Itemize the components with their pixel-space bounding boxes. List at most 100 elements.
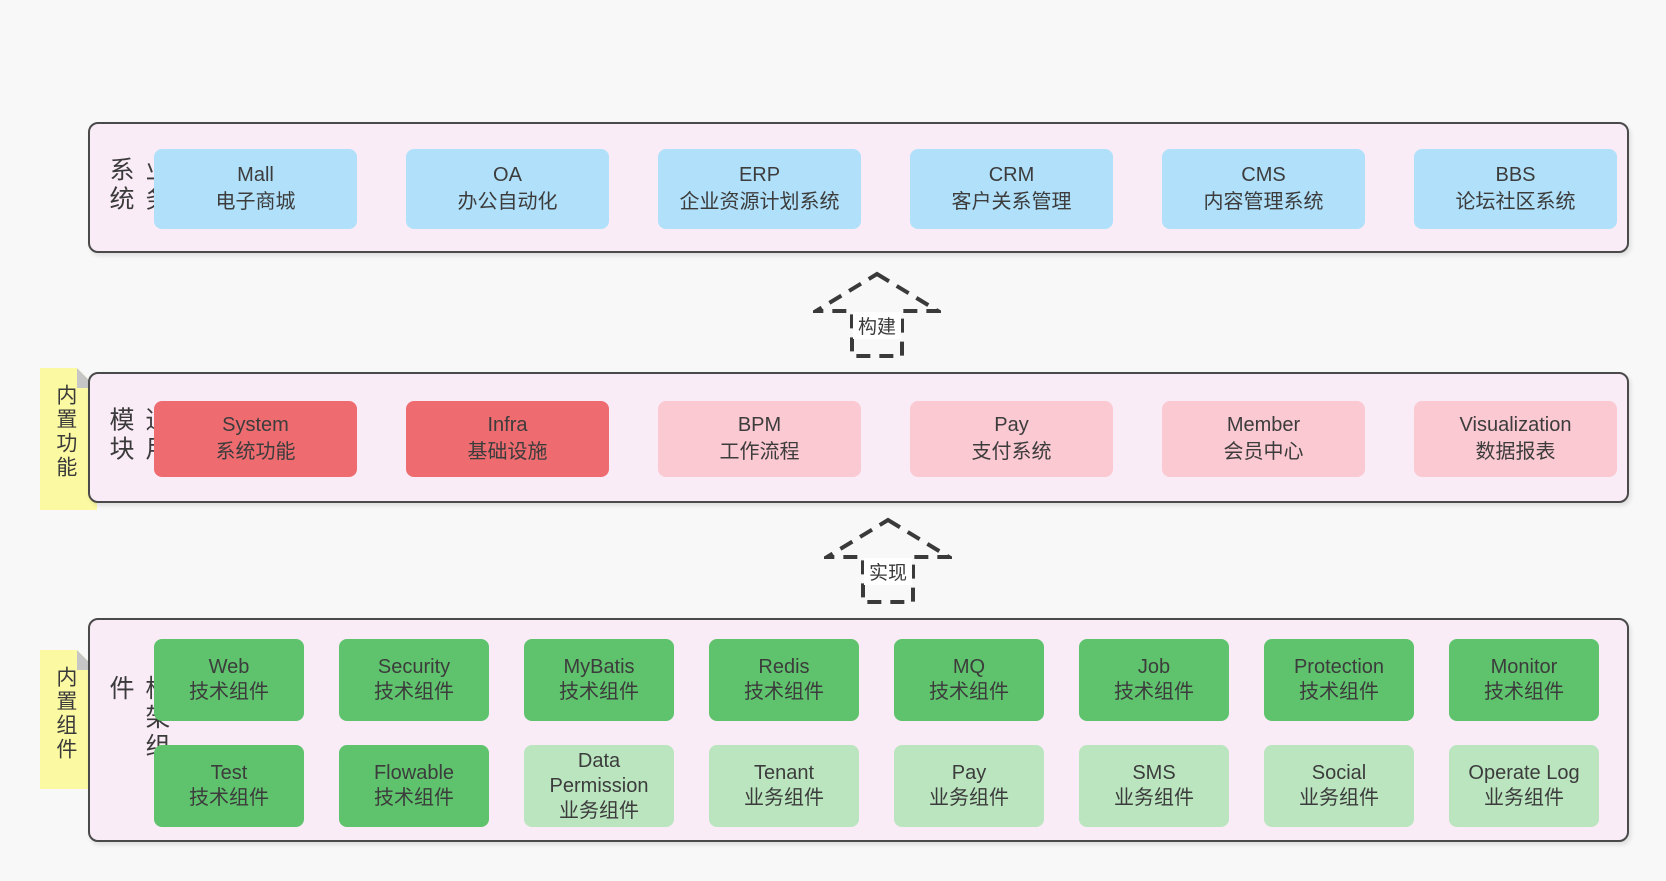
- box-subtitle: 业务组件: [1484, 787, 1564, 809]
- box-title: CMS: [1241, 164, 1286, 186]
- box-title: MQ: [952, 656, 986, 678]
- box-crm: CRM 客户关系管理: [910, 149, 1113, 229]
- box-subtitle: 论坛社区系统: [1455, 191, 1576, 213]
- box-title: CRM: [988, 164, 1035, 186]
- box-subtitle: 内容管理系统: [1203, 191, 1324, 213]
- box-title: Infra: [487, 414, 528, 436]
- arrow-label: 构建: [852, 312, 902, 339]
- box-system: System 系统功能: [154, 401, 357, 477]
- layer-framework-components: 框架组件 Web技术组件Security技术组件MyBatis技术组件Redis…: [88, 618, 1629, 842]
- box-sms: SMS 业务组件: [1079, 745, 1229, 827]
- box-bpm: BPM 工作流程: [658, 401, 861, 477]
- box-title: Flowable: [373, 762, 455, 784]
- box-subtitle: 技术组件: [189, 681, 269, 703]
- box-title: SMS: [1132, 762, 1176, 784]
- box-subtitle: 支付系统: [971, 441, 1052, 463]
- box-title: Security: [377, 656, 451, 678]
- box-title: Test: [210, 762, 248, 784]
- box-subtitle: 数据报表: [1475, 441, 1556, 463]
- build-arrow: 构建: [813, 271, 941, 359]
- box-flowable: Flowable 技术组件: [339, 745, 489, 827]
- box-redis: Redis 技术组件: [709, 639, 859, 721]
- box-title: Web: [208, 656, 250, 678]
- box-bbs: BBS 论坛社区系统: [1414, 149, 1617, 229]
- box-title: Mall: [237, 164, 274, 186]
- box-subtitle: 办公自动化: [457, 191, 558, 213]
- up-arrow-icon: [824, 517, 952, 604]
- box-mall: Mall 电子商城: [154, 149, 357, 229]
- layer-common-modules: 通用模块 System系统功能Infra基础设施BPM工作流程Pay支付系统Me…: [88, 372, 1629, 503]
- box-infra: Infra 基础设施: [406, 401, 609, 477]
- layer-business-systems: 业务系统 Mall电子商城OA办公自动化ERP企业资源计划系统CRM客户关系管理…: [88, 122, 1629, 253]
- box-subtitle: 企业资源计划系统: [679, 191, 840, 213]
- box-title: Redis: [758, 656, 810, 678]
- box-pay: Pay 业务组件: [894, 745, 1044, 827]
- box-title: MyBatis: [563, 656, 635, 678]
- box-title: Tenant: [753, 762, 815, 784]
- box-title: Job: [1137, 656, 1171, 678]
- box-title: Pay: [994, 414, 1029, 436]
- box-subtitle: 技术组件: [189, 787, 269, 809]
- box-subtitle: 技术组件: [374, 787, 454, 809]
- box-visualization: Visualization 数据报表: [1414, 401, 1617, 477]
- box-subtitle: 技术组件: [559, 681, 639, 703]
- box-tenant: Tenant 业务组件: [709, 745, 859, 827]
- box-subtitle: 会员中心: [1223, 441, 1304, 463]
- box-title: Data Permission: [549, 749, 649, 797]
- up-arrow-icon: [813, 271, 941, 358]
- box-title: ERP: [738, 164, 781, 186]
- box-subtitle: 基础设施: [467, 441, 548, 463]
- box-web: Web 技术组件: [154, 639, 304, 721]
- box-subtitle: 技术组件: [374, 681, 454, 703]
- box-subtitle: 技术组件: [744, 681, 824, 703]
- box-subtitle: 工作流程: [719, 441, 800, 463]
- box-subtitle: 技术组件: [1484, 681, 1564, 703]
- component-grid: Mall 电子商城 OA 办公自动化 ERP 企业资源计划系统 CRM 客户关系管理 CMS 内容…: [154, 149, 1617, 229]
- box-oa: OA 办公自动化: [406, 149, 609, 229]
- arrow-label: 实现: [863, 558, 913, 585]
- box-title: Pay: [951, 762, 987, 784]
- box-title: Operate Log: [1468, 762, 1580, 784]
- box-subtitle: 系统功能: [215, 441, 296, 463]
- note-label: 内置组件: [53, 666, 77, 762]
- box-title: Visualization: [1459, 414, 1572, 436]
- box-subtitle: 技术组件: [1299, 681, 1379, 703]
- box-subtitle: 客户关系管理: [951, 191, 1072, 213]
- note-built-in-features: 内置功能: [40, 368, 97, 510]
- component-row: Mall 电子商城 OA 办公自动化 ERP 企业资源计划系统 CRM 客户关系管理 CMS 内容…: [154, 149, 1617, 229]
- box-pay: Pay 支付系统: [910, 401, 1113, 477]
- note-label: 内置功能: [53, 384, 77, 480]
- box-title: Social: [1311, 762, 1367, 784]
- box-erp: ERP 企业资源计划系统: [658, 149, 861, 229]
- box-subtitle: 业务组件: [744, 787, 824, 809]
- implement-arrow: 实现: [824, 517, 952, 605]
- box-title: OA: [493, 164, 522, 186]
- box-subtitle: 业务组件: [1114, 787, 1194, 809]
- box-subtitle: 业务组件: [929, 787, 1009, 809]
- box-title: Monitor: [1490, 656, 1558, 678]
- box-operate-log: Operate Log 业务组件: [1449, 745, 1599, 827]
- box-title: BBS: [1495, 164, 1536, 186]
- box-cms: CMS 内容管理系统: [1162, 149, 1365, 229]
- box-subtitle: 电子商城: [215, 191, 296, 213]
- box-title: BPM: [737, 414, 782, 436]
- box-subtitle: 业务组件: [559, 799, 639, 822]
- box-test: Test 技术组件: [154, 745, 304, 827]
- box-security: Security 技术组件: [339, 639, 489, 721]
- box-mybatis: MyBatis 技术组件: [524, 639, 674, 721]
- box-title: System: [222, 414, 289, 436]
- box-monitor: Monitor 技术组件: [1449, 639, 1599, 721]
- box-title: Protection: [1293, 656, 1385, 678]
- box-protection: Protection 技术组件: [1264, 639, 1414, 721]
